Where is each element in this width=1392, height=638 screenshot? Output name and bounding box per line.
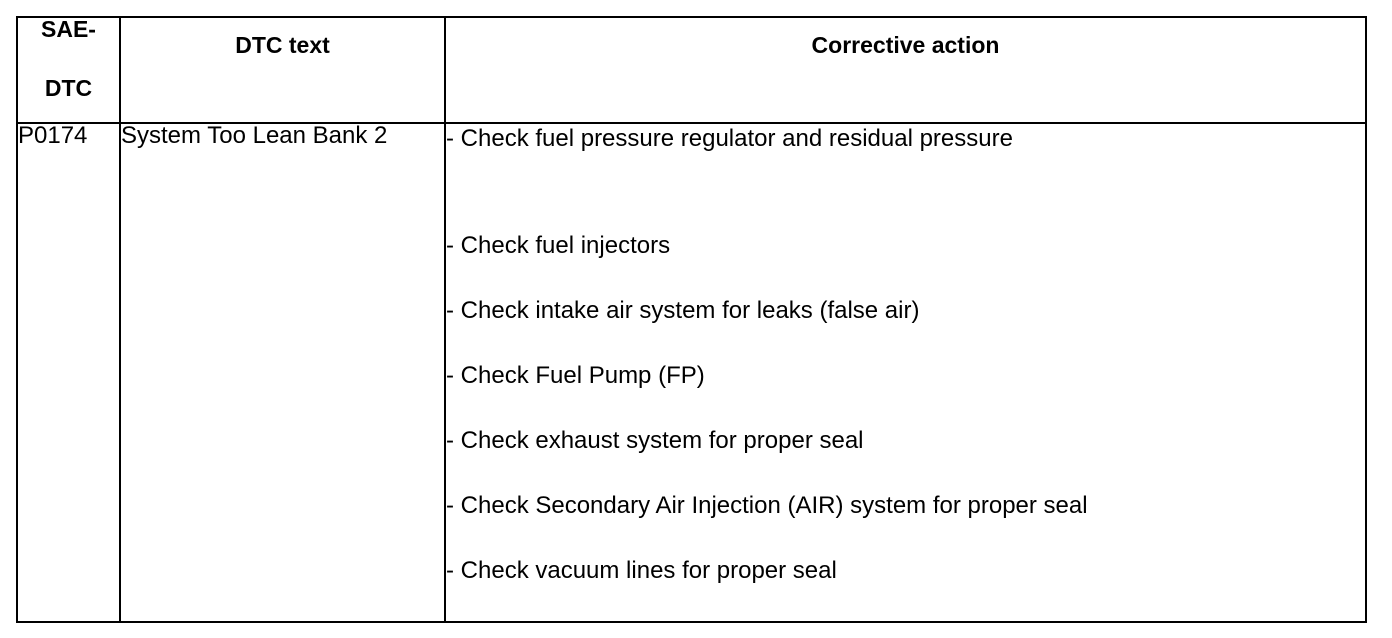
column-header-sae-dtc-line1: SAE- bbox=[41, 16, 96, 42]
list-item: - Check vacuum lines for proper seal bbox=[446, 557, 837, 584]
cell-corrective-action: - Check fuel pressure regulator and resi… bbox=[444, 122, 1367, 623]
table-body: P0174 System Too Lean Bank 2 - Check fue… bbox=[16, 122, 1367, 623]
cell-sae-dtc: P0174 bbox=[16, 122, 121, 623]
table-row: P0174 System Too Lean Bank 2 - Check fue… bbox=[16, 122, 1367, 623]
column-header-dtc-text: DTC text bbox=[119, 16, 446, 124]
corrective-action-list: - Check fuel pressure regulator and resi… bbox=[446, 124, 1365, 596]
dtc-table: SAE- DTC DTC text Corrective action P017… bbox=[16, 16, 1367, 623]
header-line-spacer bbox=[18, 48, 119, 77]
column-header-dtc-text-label: DTC text bbox=[235, 32, 330, 58]
column-header-corrective-action: Corrective action bbox=[444, 16, 1367, 124]
column-header-corrective-action-label: Corrective action bbox=[811, 32, 1000, 58]
list-item: - Check Secondary Air Injection (AIR) sy… bbox=[446, 492, 1088, 519]
list-item: - Check exhaust system for proper seal bbox=[446, 427, 864, 454]
list-item: - Check intake air system for leaks (fal… bbox=[446, 297, 920, 324]
column-header-sae-dtc: SAE- DTC bbox=[16, 16, 121, 124]
table-header: SAE- DTC DTC text Corrective action bbox=[16, 16, 1367, 124]
list-item: - Check Fuel Pump (FP) bbox=[446, 362, 705, 389]
list-item: - Check fuel pressure regulator and resi… bbox=[446, 125, 1013, 152]
column-header-sae-dtc-line2: DTC bbox=[44, 75, 93, 101]
header-row: SAE- DTC DTC text Corrective action bbox=[16, 16, 1367, 124]
list-item: - Check fuel injectors bbox=[446, 232, 671, 259]
cell-dtc-text: System Too Lean Bank 2 bbox=[119, 122, 446, 623]
